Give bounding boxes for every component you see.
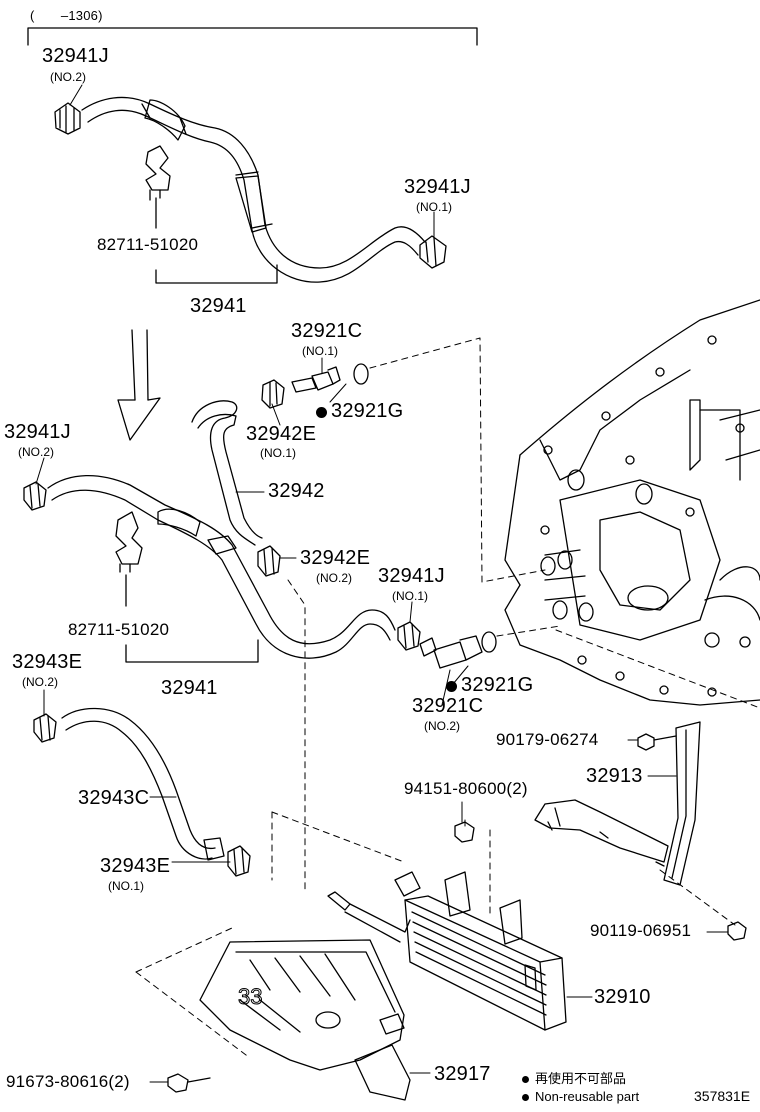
oil-cooler-32910: [327, 871, 567, 1031]
clamp-32942E-no2: [257, 545, 281, 577]
label-32941J-top-sub: (NO.2): [50, 70, 86, 84]
bracket-82711-top: [145, 145, 171, 201]
clamp-32941J-topright: [419, 235, 447, 269]
label-32910[interactable]: 32910: [594, 986, 651, 1008]
label-32942E-mid[interactable]: 32942E: [300, 547, 371, 569]
direction-arrow: [117, 329, 161, 441]
label-32941J-top[interactable]: 32941J: [42, 45, 109, 67]
legend-line-1-text: 再使用不可部品: [535, 1071, 627, 1086]
hose-32942: [191, 400, 263, 546]
label-32941J-mid[interactable]: 32941J: [4, 421, 71, 443]
cover-32917: 33: [199, 939, 411, 1101]
label-32942E-top[interactable]: 32942E: [246, 423, 317, 445]
clamp-32941J-mid2: [397, 621, 421, 651]
fitting-32921C-no1: [291, 366, 341, 393]
label-32943E-top-sub: (NO.2): [22, 675, 58, 689]
oring-32921G-bot: [481, 631, 497, 653]
bracket-32913: [534, 721, 701, 886]
bolt-90119: [727, 921, 747, 941]
header-bracket: [27, 27, 478, 46]
hose-32941-mid: [47, 474, 396, 659]
bolt-90179: [637, 733, 677, 751]
label-32941J-mid-sub: (NO.2): [18, 445, 54, 459]
label-32921G-top[interactable]: 32921G: [316, 401, 403, 421]
label-94151[interactable]: 94151-80600(2): [404, 779, 528, 798]
label-32941J-topright-sub: (NO.1): [416, 200, 452, 214]
label-32921C-bot-sub: (NO.2): [424, 719, 460, 733]
clamp-32941J-mid: [23, 481, 47, 511]
guide-lines: [135, 337, 760, 1059]
non-reusable-dot-icon: [316, 407, 327, 418]
bracket-32941-mid: [125, 639, 259, 663]
non-reusable-dot-icon: [446, 681, 457, 692]
label-32941-mid[interactable]: 32941: [161, 677, 218, 699]
label-32943C[interactable]: 32943C: [78, 787, 150, 809]
label-82711-top[interactable]: 82711-51020: [97, 235, 199, 254]
label-32941J-mid2-sub: (NO.1): [392, 589, 428, 603]
label-32921C-top[interactable]: 32921C: [291, 320, 363, 342]
label-32941-top[interactable]: 32941: [190, 295, 247, 317]
bracket-32941-top: [155, 264, 278, 284]
illustration-code: 357831E: [694, 1088, 751, 1104]
label-32921C-bot[interactable]: 32921C: [412, 695, 484, 717]
oring-32921G-top: [353, 363, 369, 385]
label-32921G-bot[interactable]: 32921G: [446, 675, 533, 695]
fitting-32921C-no2: [419, 635, 483, 669]
label-32921G-top-text: 32921G: [331, 400, 404, 422]
label-32942E-mid-sub: (NO.2): [316, 571, 352, 585]
cover-embossed-mark: 33: [238, 984, 262, 1009]
label-32942E-top-sub: (NO.1): [260, 446, 296, 460]
label-32942[interactable]: 32942: [268, 480, 325, 502]
legend-line-2-text: Non-reusable part: [535, 1089, 640, 1104]
bracket-82711-mid: [115, 511, 143, 573]
clamp-32941J-top: [54, 102, 81, 135]
legend-line-2: Non-reusable part: [522, 1090, 639, 1103]
transmission-case: [504, 299, 760, 706]
label-32921G-bot-text: 32921G: [461, 674, 534, 696]
legend-line-1: 再使用不可部品: [522, 1072, 626, 1085]
header-range: ( –1306): [30, 8, 103, 23]
bolt-91673: [167, 1073, 211, 1093]
label-32943E-bot[interactable]: 32943E: [100, 855, 171, 877]
label-32917[interactable]: 32917: [434, 1063, 491, 1085]
label-32943E-bot-sub: (NO.1): [108, 879, 144, 893]
clamp-32943E-no2: [33, 713, 57, 743]
label-32941J-mid2[interactable]: 32941J: [378, 565, 445, 587]
clamp-32943E-no1: [227, 845, 251, 877]
legend-dot-icon: [522, 1076, 529, 1083]
legend-dot-icon: [522, 1094, 529, 1101]
label-90179[interactable]: 90179-06274: [496, 730, 599, 749]
clamp-32942E-no1: [261, 379, 285, 409]
label-32921C-top-sub: (NO.1): [302, 344, 338, 358]
nut-94151: [454, 821, 475, 843]
label-91673[interactable]: 91673-80616(2): [6, 1072, 130, 1091]
hose-32943C: [61, 707, 225, 861]
hose-32941-top: [81, 96, 426, 283]
label-32941J-topright[interactable]: 32941J: [404, 176, 471, 198]
label-82711-mid[interactable]: 82711-51020: [68, 620, 170, 639]
label-90119[interactable]: 90119-06951: [590, 921, 692, 940]
label-32913[interactable]: 32913: [586, 765, 643, 787]
label-32943E-top[interactable]: 32943E: [12, 651, 83, 673]
